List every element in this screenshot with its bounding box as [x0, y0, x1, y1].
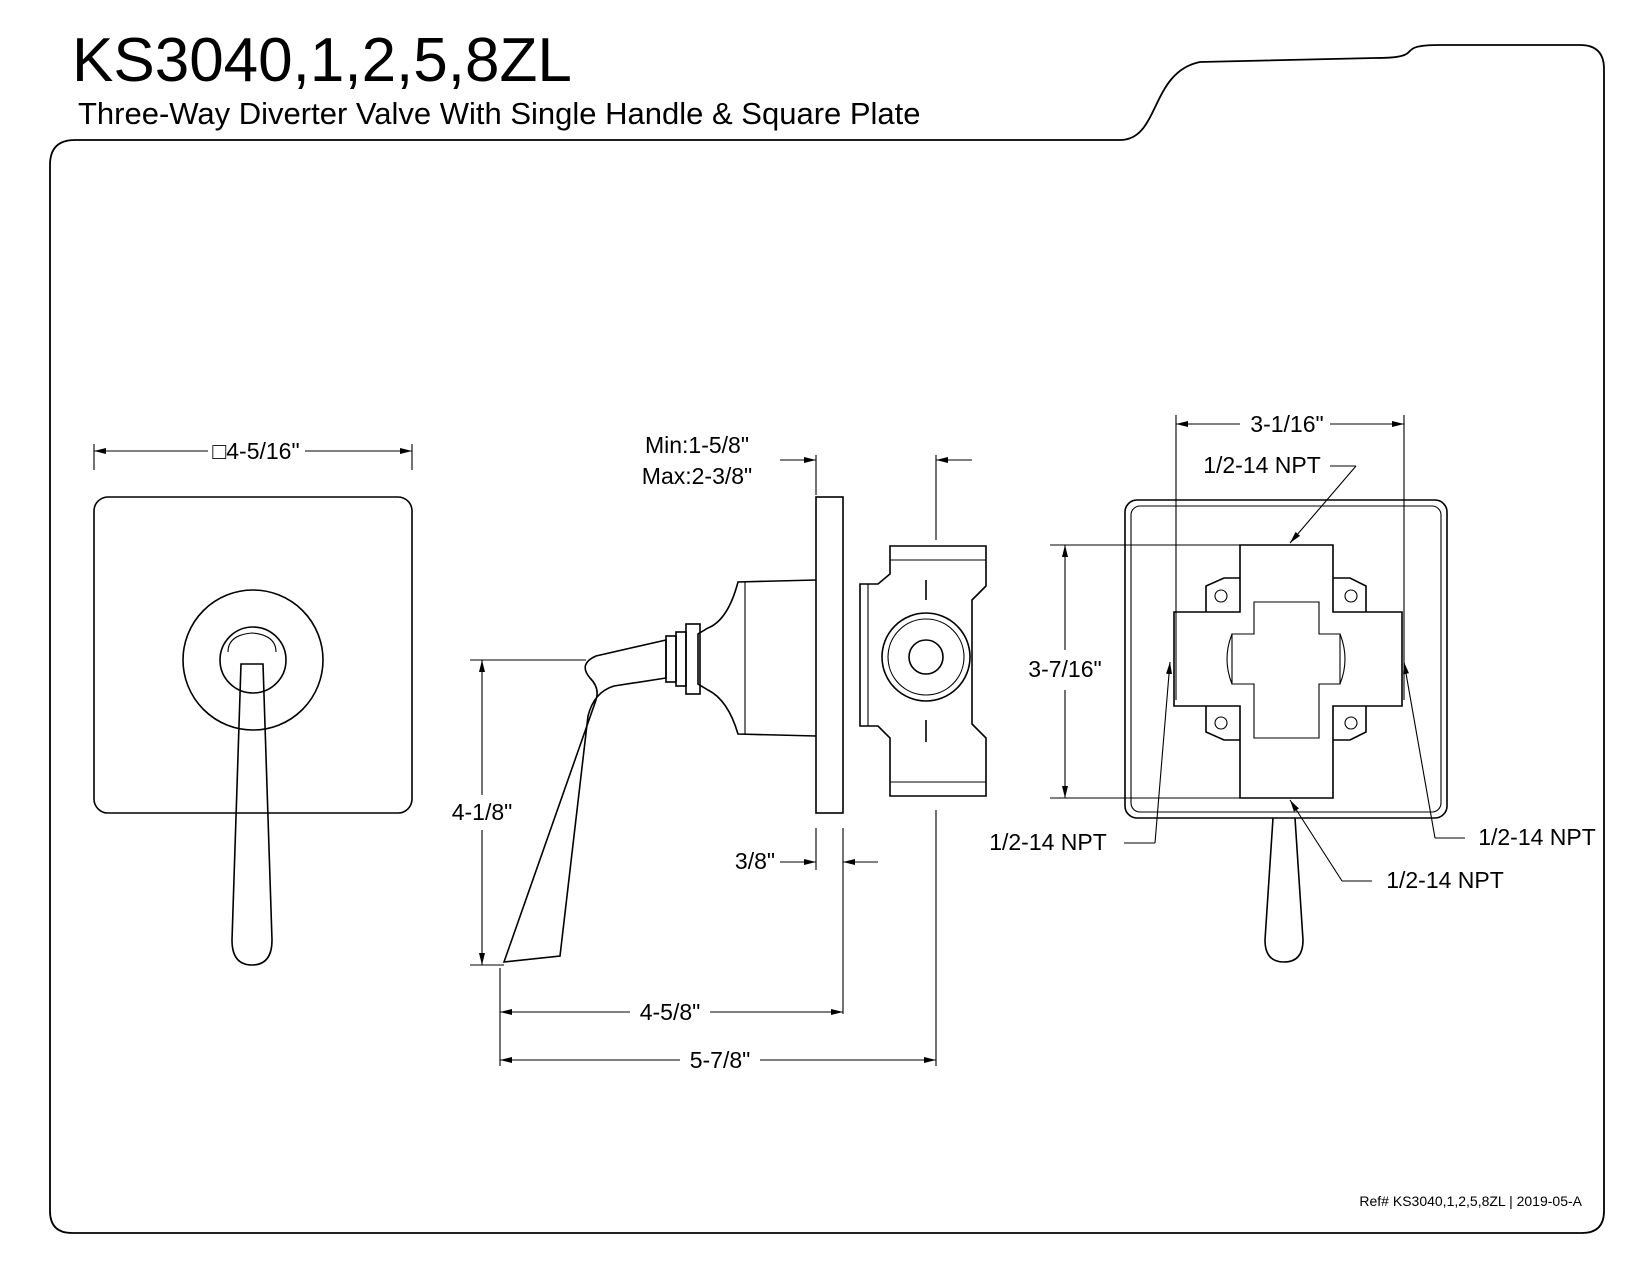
front-plate-width-label: □4-5/16" — [212, 438, 299, 464]
rear-port-bottom-label: 1/2-14 NPT — [1386, 867, 1504, 893]
rear-port-right-label: 1/2-14 NPT — [1478, 824, 1596, 850]
front-cover-plate — [93, 496, 413, 814]
front-handle-hub — [219, 626, 287, 694]
front-view: □4-5/16" — [93, 438, 413, 966]
rear-cover-plate — [1124, 499, 1448, 819]
rear-port-left-label: 1/2-14 NPT — [989, 829, 1107, 855]
side-wall-min-label: Min:1-5/8" — [645, 432, 749, 458]
side-view: Min:1-5/8" Max:2-3/8" 4-1/8" — [452, 432, 987, 1073]
rear-valve-cross-body — [1173, 544, 1403, 799]
side-valve-body — [859, 545, 987, 797]
side-plate-thickness-label: 3/8" — [735, 848, 775, 874]
side-port-outer — [881, 612, 971, 702]
rear-view: 3-1/16" 1/2-14 NPT 3-7/16" 1/2-14 NPT — [989, 411, 1596, 963]
side-wall-max-label: Max:2-3/8" — [642, 463, 752, 489]
side-handle-reach-label: 4-5/8" — [640, 999, 701, 1025]
drawing-frame — [49, 44, 1605, 1234]
reference-number: Ref# KS3040,1,2,5,8ZL | 2019-05-A — [1359, 1193, 1582, 1209]
rear-body-height-label: 3-7/16" — [1028, 656, 1101, 682]
side-trim-sleeve — [697, 579, 817, 737]
front-lever-handle — [231, 663, 273, 966]
side-port-inner — [908, 639, 944, 675]
rear-port-top-label: 1/2-14 NPT — [1203, 452, 1321, 478]
side-lever-handle — [502, 638, 667, 963]
rear-lever-handle — [1264, 817, 1304, 963]
side-cover-plate — [815, 496, 844, 814]
drawing-title: KS3040,1,2,5,8ZL — [72, 26, 572, 95]
side-overall-depth-label: 5-7/8" — [690, 1047, 751, 1073]
side-handle-height-label: 4-1/8" — [452, 799, 513, 825]
drawing-subtitle: Three-Way Diverter Valve With Single Han… — [78, 96, 921, 131]
rear-body-width-label: 3-1/16" — [1250, 411, 1323, 437]
front-escutcheon — [182, 589, 324, 731]
